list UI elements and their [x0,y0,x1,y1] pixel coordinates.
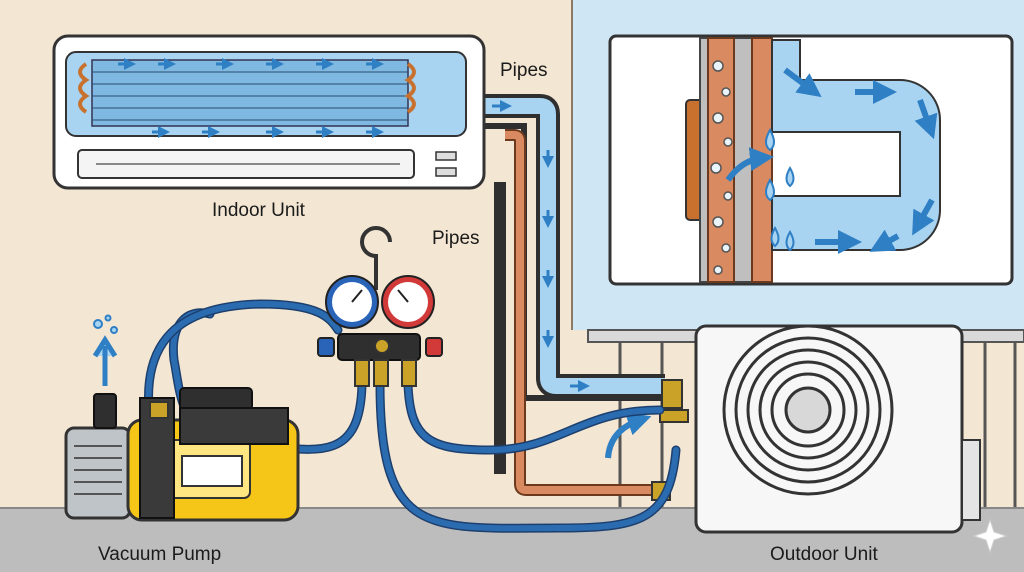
up-arrow-icon [92,335,118,386]
fan-grille-icon [722,324,894,496]
flow-arrow-icon [605,412,652,459]
pump-handle [179,387,253,411]
pipe-detail-inset [608,34,1014,286]
flow-arrow-icon [492,100,590,392]
manifold-gauge [317,226,443,387]
indoor-unit [52,34,486,190]
hanger-hook [360,226,392,290]
vacuum-pump [64,314,300,522]
indoor-unit-label: Indoor Unit [212,200,305,221]
pipe-insulation [494,182,506,474]
outdoor-unit [605,324,981,534]
bubble-icon [93,314,118,334]
bubble-icon [710,60,733,275]
pump-inlet [149,401,169,419]
flow-arrow-icon [725,67,938,254]
pipes-label-middle: Pipes [432,228,480,249]
pump-motor [64,426,132,520]
low-side-knob [317,337,335,357]
outdoor-unit-label: Outdoor Unit [770,544,878,565]
sparkle-icon [972,518,1008,554]
flow-arrow-icon [118,58,384,138]
railing-bars [618,342,1017,510]
refrigerant-pipes [470,94,665,496]
water-drop-icon [765,127,795,252]
vacuum-pump-label: Vacuum Pump [98,544,222,565]
exhaust-port [93,393,117,429]
pipes-label-top: Pipes [500,60,548,81]
evaporator-coil [91,59,409,127]
high-side-knob [425,337,443,357]
